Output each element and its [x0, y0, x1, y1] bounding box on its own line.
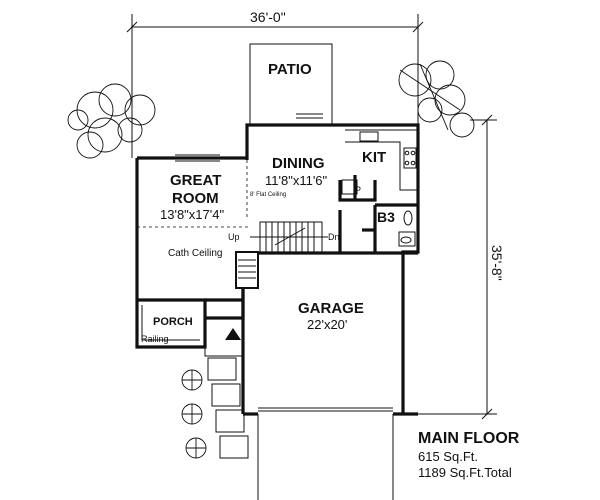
kitchen-label: KIT [362, 149, 386, 166]
cath-ceiling-note: Cath Ceiling [168, 248, 222, 259]
bath-label: B3 [377, 209, 395, 225]
driveway [257, 414, 394, 500]
caption-line2: 1189 Sq.Ft.Total [418, 465, 512, 480]
garage-label: GARAGE [298, 300, 364, 317]
fireplace [235, 251, 259, 289]
overall-depth-label: 35'-8" [489, 245, 505, 281]
railing-label: Railing [141, 334, 169, 344]
great-room-window [175, 154, 220, 162]
great-room-label-line1: GREAT [170, 172, 221, 189]
patio-label: PATIO [268, 61, 312, 78]
flat-ceiling-note: 8' Flat Ceiling [250, 192, 286, 198]
shrubs-front [181, 369, 207, 459]
patio: PATIO [249, 43, 333, 125]
porch-label: PORCH [153, 316, 193, 328]
stair-down-label: Dn [328, 232, 340, 242]
ceiling-lines [137, 160, 250, 228]
porch-details [141, 305, 244, 357]
pantry-label: P [355, 185, 361, 195]
great-room-size: 13'8"x17'4" [160, 207, 224, 222]
garage-size: 22'x20' [307, 317, 347, 332]
depth-dimension: 35'-8" [418, 114, 505, 420]
kitchen-fixtures [341, 129, 418, 195]
shrub-cluster-left [67, 83, 156, 159]
garage-door [258, 407, 393, 412]
stair-up-label: Up [228, 232, 240, 242]
interior-walls [338, 175, 418, 252]
width-dimension: 36'-0" [126, 9, 424, 158]
dining-label: DINING [272, 155, 325, 172]
staircase [250, 221, 328, 253]
shrub-cluster-right [398, 60, 475, 138]
caption-title: MAIN FLOOR [418, 430, 520, 447]
bath-fixtures [398, 210, 416, 247]
walkway [207, 357, 249, 459]
great-room-label-line2: ROOM [172, 190, 219, 207]
caption-line1: 615 Sq.Ft. [418, 449, 478, 464]
entry-arrow-icon [225, 328, 241, 340]
dining-size: 11'8"x11'6" [265, 173, 328, 188]
overall-width-label: 36'-0" [250, 9, 286, 25]
